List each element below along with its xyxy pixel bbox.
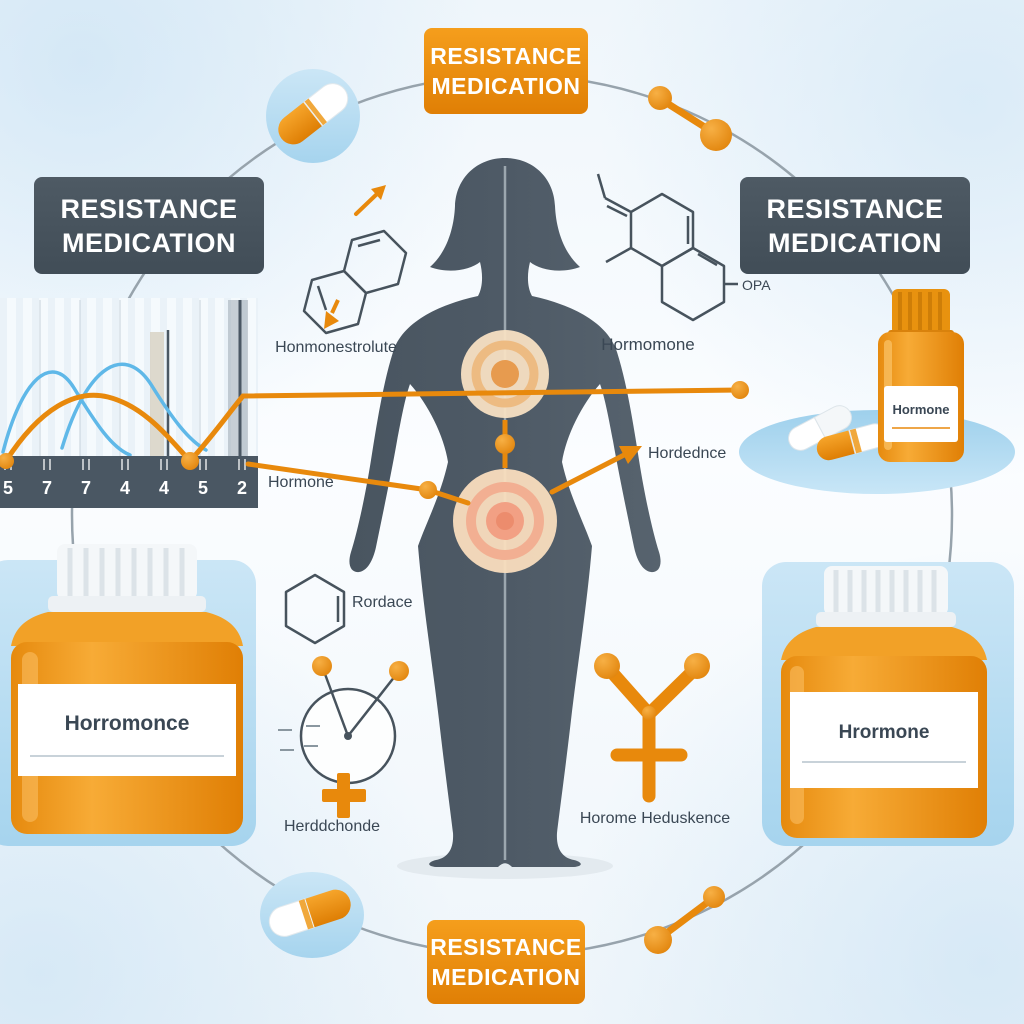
label-bottle-left: Horromonce xyxy=(65,712,190,735)
chart-tick-label: 2 xyxy=(237,478,247,498)
label-rordace: Rordace xyxy=(352,594,413,611)
banner-left-line2: MEDICATION xyxy=(62,228,236,258)
banner-right-line1: RESISTANCE xyxy=(766,194,943,224)
pathway-dot xyxy=(419,481,437,499)
female-gender-symbol xyxy=(602,662,702,803)
molecule-left-arrow xyxy=(324,185,386,329)
pill-tray xyxy=(739,410,1015,494)
molecule-dots-top-right xyxy=(648,86,732,151)
receptor-ball xyxy=(312,656,332,676)
label-herddchonde: Herddchonde xyxy=(284,818,380,835)
molecule-structure-right xyxy=(596,173,738,322)
capsule-icon-bottom xyxy=(268,889,351,937)
hormone-chart: 5 7 7 4 4 5 2 xyxy=(0,298,258,508)
banner-bottom-line2: MEDICATION xyxy=(432,964,581,990)
arrowhead xyxy=(619,446,642,464)
chart-axis-bar xyxy=(0,456,258,508)
capsule-icon-top xyxy=(278,83,349,145)
chart-orange-dot xyxy=(181,452,199,470)
molecule-dots-bottom-right xyxy=(644,886,725,954)
bottle-cap xyxy=(57,544,197,600)
chart-tick-label: 5 xyxy=(198,478,208,498)
banner-left: RESISTANCE MEDICATION xyxy=(34,177,264,274)
chart-orange-dot xyxy=(0,453,14,469)
banner-right: RESISTANCE MEDICATION xyxy=(740,177,970,274)
banner-bottom-line1: RESISTANCE xyxy=(430,934,582,960)
banner-left-line1: RESISTANCE xyxy=(60,194,237,224)
receptor-clock-icon xyxy=(278,656,409,785)
chart-tick-label: 4 xyxy=(159,478,169,498)
pill-bottle-small: Hormone xyxy=(878,289,964,462)
hexagon-icon xyxy=(284,573,346,645)
label-hordednce: Hordednce xyxy=(648,445,726,462)
label-molecule-right: Hormomone xyxy=(601,335,695,354)
pill-bottle-right: Hrormone xyxy=(781,566,987,838)
abdomen-glow xyxy=(453,469,557,573)
hormone-pathway-lower xyxy=(245,420,515,506)
chart-tick-label: 7 xyxy=(42,478,52,498)
symbol-ball xyxy=(684,653,710,679)
pathway-dot xyxy=(731,381,749,399)
chart-tick-label: 7 xyxy=(81,478,91,498)
bottle-cap xyxy=(824,566,948,616)
label-opa: OPA xyxy=(742,277,771,293)
pathway-dot xyxy=(495,434,515,454)
banner-bottom: RESISTANCE MEDICATION xyxy=(427,920,585,1004)
banner-top: RESISTANCE MEDICATION xyxy=(424,28,588,114)
pathway-arrow xyxy=(549,446,642,495)
chart-tick-label: 4 xyxy=(120,478,130,498)
bottle-label xyxy=(18,684,236,776)
label-bottle-small: Hormone xyxy=(892,402,949,417)
symbol-ball xyxy=(642,706,656,720)
hormone-pathway-upper xyxy=(240,381,749,399)
chart-tick-label: 5 xyxy=(3,478,13,498)
pill-capsule-tray-b xyxy=(816,423,888,461)
pill-bottle-left: Horromonce xyxy=(11,544,243,834)
symbol-ball xyxy=(594,653,620,679)
label-bottle-right: Hrormone xyxy=(839,722,930,743)
molecule-structure-left xyxy=(302,229,408,335)
orange-curve xyxy=(3,392,246,465)
chart-ticks: 5 7 7 4 4 5 2 xyxy=(3,459,247,498)
label-gender-symbol: Horome Heduskence xyxy=(580,810,730,827)
banner-top-line2: MEDICATION xyxy=(432,73,581,99)
pill-capsule-tray-a xyxy=(788,405,852,451)
bottle-label xyxy=(790,692,978,788)
banner-right-line2: MEDICATION xyxy=(768,228,942,258)
plus-icon xyxy=(322,773,366,818)
receptor-ball xyxy=(389,661,409,681)
chart-bar-gray xyxy=(228,300,248,456)
chest-glow xyxy=(461,330,549,418)
label-molecule-left: Honmonestrolute xyxy=(275,339,397,356)
banner-top-line1: RESISTANCE xyxy=(430,43,582,69)
label-hormone-axis: Hormone xyxy=(268,474,334,491)
